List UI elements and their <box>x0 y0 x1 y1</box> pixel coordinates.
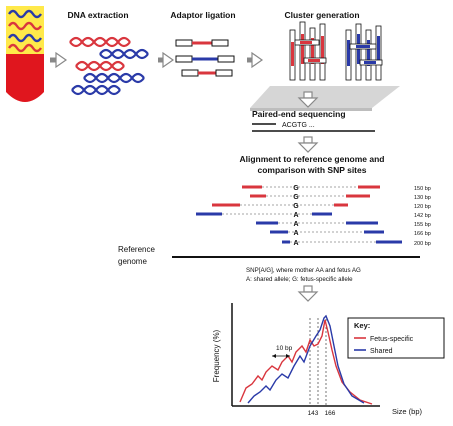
x-tick-166: 166 <box>325 410 336 417</box>
down-arrow-3 <box>297 285 319 302</box>
allele-4: A <box>293 212 298 219</box>
step-paired-end-sequencing: Paired-end sequencing <box>252 109 346 119</box>
read-sequence: ACGTG ... <box>282 122 315 129</box>
chart-legend: Key: Fetus-specific Shared <box>347 317 445 359</box>
y-axis-label: Frequency (%) <box>212 329 221 382</box>
size-label-1: 150 bp <box>414 186 431 192</box>
step-alignment-line1: Alignment to reference genome and <box>240 154 385 164</box>
legend-entry-shared: Shared <box>370 348 393 355</box>
size-label-4: 142 bp <box>414 213 431 219</box>
annotation-10bp: 10 bp <box>276 345 293 352</box>
size-label-3: 120 bp <box>414 204 431 210</box>
down-arrow-1 <box>297 91 319 108</box>
series-fetus-specific <box>239 319 373 405</box>
adaptor-fragments-icon <box>175 39 235 77</box>
size-label-5: 155 bp <box>414 222 431 228</box>
step-alignment-line2: comparison with SNP sites <box>258 165 367 175</box>
reference-label-line1: Reference <box>118 245 155 254</box>
snp-description-line1: SNP[A/G], where mother AA and fetus AG <box>246 267 361 274</box>
size-distribution-chart: Frequency (%) Size (bp) 143 166 10 bp Ke… <box>212 303 445 417</box>
down-arrow-2 <box>297 136 319 153</box>
flowcell-icon <box>250 21 400 111</box>
series-shared <box>247 314 365 404</box>
dna-strands-icon <box>69 36 149 96</box>
step-cluster-generation: Cluster generation <box>284 10 359 20</box>
size-label-7: 200 bp <box>414 241 431 247</box>
snp-description-line2: A: shared allele; G: fetus-specific alle… <box>246 276 353 283</box>
allele-6: A <box>293 230 298 237</box>
allele-3: G <box>293 203 299 210</box>
reference-label-line2: genome <box>118 257 147 266</box>
size-label-6: 166 bp <box>414 231 431 237</box>
allele-5: A <box>293 221 298 228</box>
size-label-2: 130 bp <box>414 195 431 201</box>
x-tick-143: 143 <box>308 410 319 417</box>
allele-2: G <box>293 194 299 201</box>
allele-7: A <box>293 240 298 247</box>
step-adaptor-ligation: Adaptor ligation <box>170 10 235 20</box>
x-axis-label: Size (bp) <box>392 407 423 416</box>
aligned-fragments: G G G A A A A 150 bp 130 bp 120 bp 142 b… <box>196 185 431 247</box>
step-dna-extraction: DNA extraction <box>67 10 128 20</box>
blood-tube-icon <box>6 6 44 102</box>
allele-1: G <box>293 185 299 192</box>
legend-entry-fetus-specific: Fetus-specific <box>370 336 414 343</box>
legend-title: Key: <box>354 321 370 330</box>
